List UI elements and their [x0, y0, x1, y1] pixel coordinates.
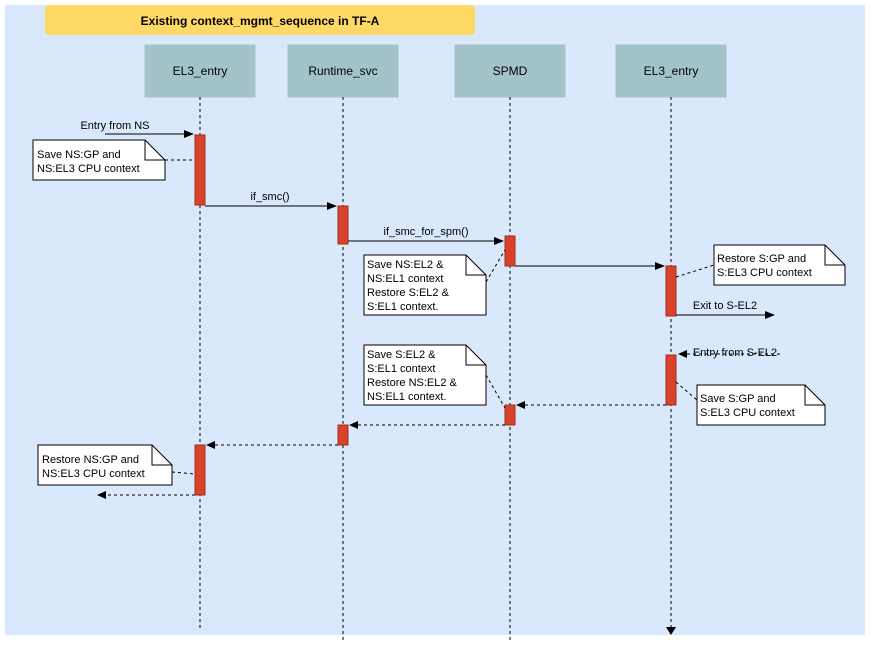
note-line: Save NS:GP and	[37, 149, 121, 161]
lifeline-label: Runtime_svc	[308, 64, 377, 78]
lifeline-el3-entry-1: EL3_entry	[144, 44, 256, 628]
note-line: S:EL1 context.	[367, 301, 439, 313]
note-line: S:EL1 context	[367, 363, 436, 375]
note-line: Save S:GP and	[700, 393, 776, 405]
message-return-runtime-to-el3	[206, 441, 338, 449]
activation-bar	[337, 205, 349, 245]
lifeline-el3-entry-2: EL3_entry	[615, 44, 727, 635]
message-exit-to-sel2: Exit to S-EL2	[676, 300, 775, 319]
diagram-background	[5, 5, 865, 635]
lifeline-label: EL3_entry	[173, 64, 228, 78]
activation-bar	[504, 404, 516, 426]
note-connector	[675, 264, 715, 278]
note-save-s-el2: Save S:EL2 & S:EL1 context Restore NS:EL…	[363, 344, 487, 406]
message-label: if_smc_for_spm()	[384, 226, 469, 238]
note-connector	[675, 381, 698, 401]
note-restore-s-gp: Restore S:GP and S:EL3 CPU context	[713, 244, 846, 286]
activation-bar	[665, 265, 677, 317]
note-line: NS:EL3 CPU context	[37, 163, 140, 175]
message-exit-to-ns	[97, 491, 195, 499]
note-line: S:EL3 CPU context	[717, 267, 812, 279]
note-line: Restore NS:EL2 &	[367, 377, 458, 389]
message-entry-from-ns: Entry from NS	[80, 120, 194, 138]
activation-bar	[504, 235, 516, 267]
svg-text:Save NS:EL2 & NS:EL1 con: Save NS:EL2 & NS:EL1 context Restore S:E…	[367, 259, 452, 313]
activation-bar	[194, 134, 206, 206]
note-restore-ns-gp: Restore NS:GP and NS:EL3 CPU context	[37, 444, 173, 486]
message-label: Exit to S-EL2	[693, 300, 757, 312]
message-label: if_smc()	[250, 191, 289, 203]
diagram-title: Existing context_mgmt_sequence in TF-A	[141, 14, 380, 28]
lifeline-header-el3-entry-1	[144, 44, 256, 98]
note-connector	[485, 374, 506, 409]
note-line: Save NS:EL2 &	[367, 259, 444, 271]
note-line: Restore NS:GP and	[42, 454, 139, 466]
message-entry-from-sel2: Entry from S-EL2	[678, 347, 780, 359]
svg-text:Restore S:GP and S:EL3 C: Restore S:GP and S:EL3 CPU context	[717, 253, 812, 279]
svg-text:Save S:EL2 & S:EL1 conte: Save S:EL2 & S:EL1 context Restore NS:EL…	[367, 349, 460, 403]
note-save-ns-el2: Save NS:EL2 & NS:EL1 context Restore S:E…	[363, 254, 487, 316]
lifeline-label: EL3_entry	[644, 64, 699, 78]
activation-bar	[194, 444, 206, 496]
note-save-ns-gp: Save NS:GP and NS:EL3 CPU context	[32, 139, 166, 181]
note-line: Restore S:GP and	[717, 253, 806, 265]
svg-text:Save S:GP and S:EL3 CPU: Save S:GP and S:EL3 CPU context	[700, 393, 795, 419]
note-line: S:EL3 CPU context	[700, 407, 795, 419]
svg-text:Save NS:GP and NS:EL3 CP: Save NS:GP and NS:EL3 CPU context	[37, 149, 140, 175]
message-if-smc: if_smc()	[205, 191, 337, 210]
activation-bar	[337, 424, 349, 446]
lifeline-header-runtime-svc	[287, 44, 399, 98]
message-label: Entry from S-EL2	[693, 347, 777, 359]
activation-bar	[665, 354, 677, 406]
svg-text:Restore NS:GP and NS:EL3: Restore NS:GP and NS:EL3 CPU context	[42, 454, 145, 480]
note-line: NS:EL1 context.	[367, 391, 447, 403]
note-line: Save S:EL2 &	[367, 349, 436, 361]
message-if-smc-for-spm: if_smc_for_spm()	[348, 226, 504, 245]
message-label: Entry from NS	[80, 120, 149, 132]
message-return-spmd-to-runtime	[349, 421, 505, 429]
note-connector	[171, 471, 196, 475]
lifeline-spmd: SPMD	[454, 44, 566, 640]
note-line: NS:EL3 CPU context	[42, 468, 145, 480]
note-line: Restore S:EL2 &	[367, 287, 450, 299]
lifeline-runtime-svc: Runtime_svc	[287, 44, 399, 640]
message-return-el3-to-spmd	[516, 401, 666, 409]
lifeline-label: SPMD	[493, 64, 528, 78]
lifeline-end-arrow	[666, 627, 676, 635]
title-banner	[45, 5, 475, 35]
note-line: NS:EL1 context	[367, 273, 443, 285]
note-connector	[485, 249, 506, 283]
lifeline-header-spmd	[454, 44, 566, 98]
note-save-s-gp: Save S:GP and S:EL3 CPU context	[696, 384, 826, 426]
